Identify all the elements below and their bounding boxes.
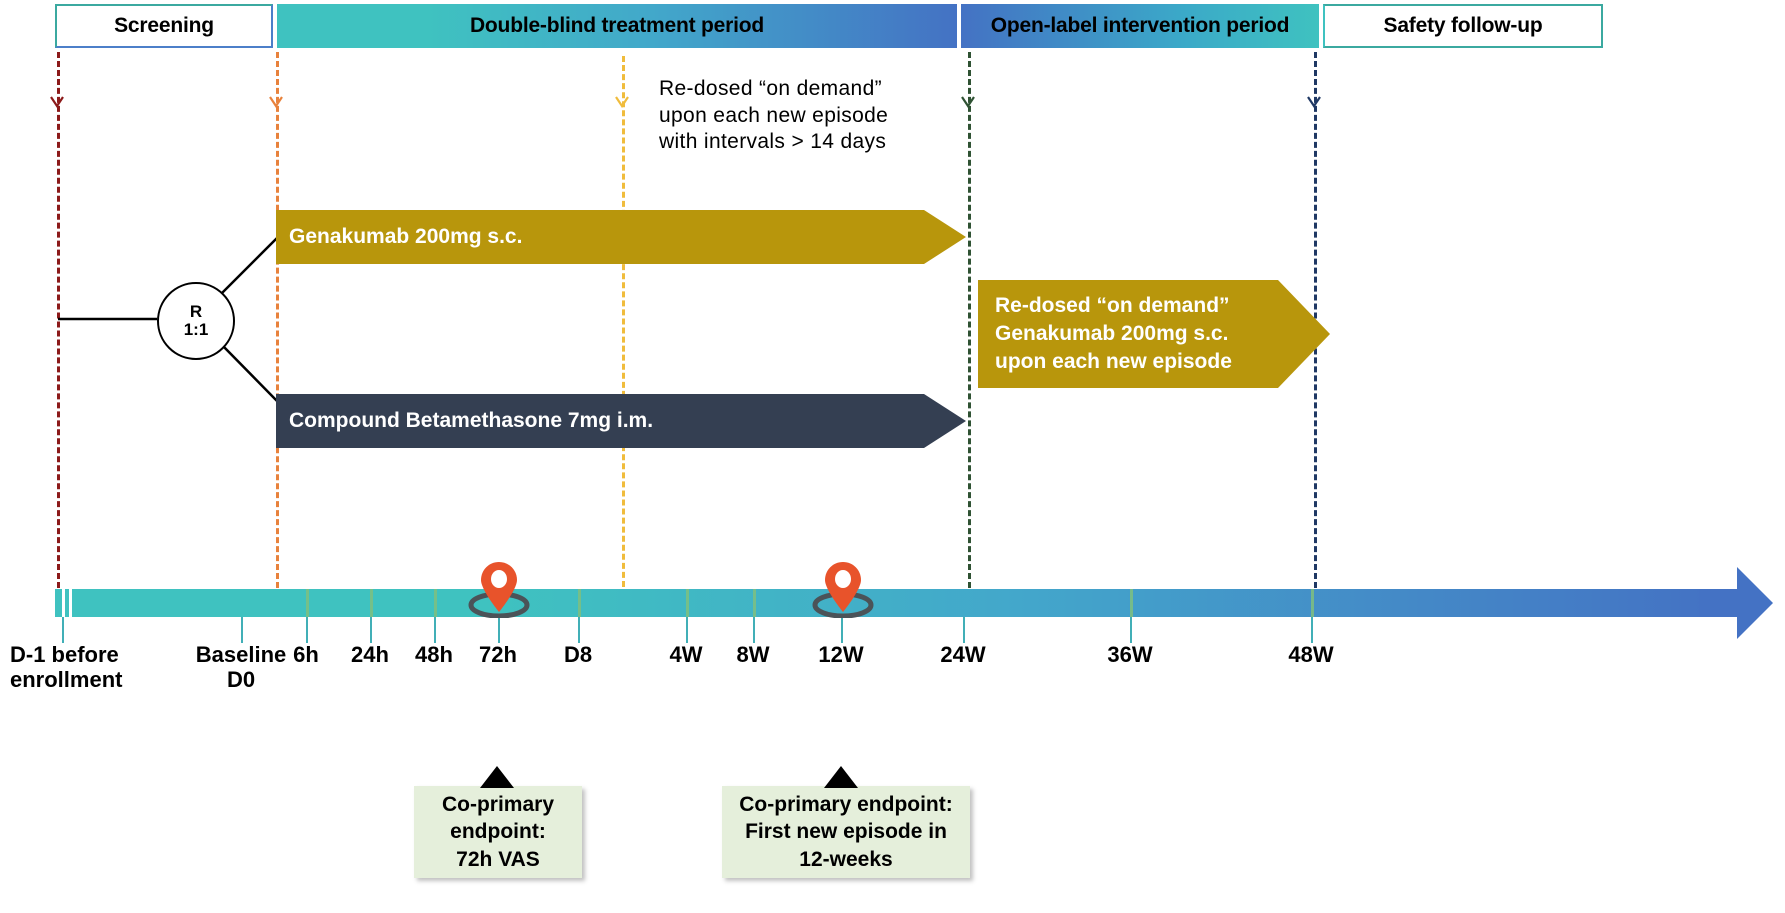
period-screening-label: Screening [114,14,214,37]
timeline-tick [963,617,965,643]
period-double-blind-treatment: Double-blind treatment period [277,4,957,48]
timeline-tick [841,617,843,643]
milestone-line-redose [622,56,625,596]
timeline-arrowhead [1699,567,1773,639]
timeline-label-12w: 12W [818,642,864,667]
timeline-tick [498,617,500,643]
timeline-segment-divider [753,589,756,617]
timeline-label-6h: 6h [293,642,319,667]
timeline-label-8w: 8W [736,642,770,667]
timeline-tick [578,617,580,643]
arm-bar-open-label-redose: Re-dosed “on demand” Genakumab 200mg s.c… [978,280,1330,388]
timeline-tick [306,617,308,643]
timeline-label-baseline: Baseline D0 [195,642,287,692]
timeline-label-24h: 24h [351,642,389,667]
timeline-tick [62,617,64,643]
arm-bar-genakumab-shape [276,210,966,264]
endpoint-callout-12w-episode: Co-primary endpoint: First new episode i… [722,786,970,878]
timeline-label-d8: D8 [563,642,593,667]
timeline-segment-divider [578,589,581,617]
period-open-label-intervention: Open-label intervention period [961,4,1319,48]
arm-bar-betamethasone-label: Compound Betamethasone 7mg i.m. [289,409,654,432]
timeline-label-24w: 24W [940,642,986,667]
redose-annotation-text: Re-dosed “on demand” upon each new episo… [659,77,889,154]
timeline-tick [1311,617,1313,643]
endpoint-pointer-12w [824,766,858,788]
milestone-line-week24 [968,52,971,597]
timeline-tick [434,617,436,643]
period-safety-follow-up: Safety follow-up [1323,4,1603,48]
timeline-segment-divider [1311,589,1314,617]
period-safety-label: Safety follow-up [1383,14,1543,37]
timeline-label-36w: 36W [1107,642,1153,667]
arm-bar-open-label-label: Re-dosed “on demand” Genakumab 200mg s.c… [995,293,1232,374]
period-screening: Screening [55,4,273,48]
milestone-chevron-baseline [269,96,283,108]
milestone-chevron-redose [615,96,629,108]
milestone-line-baseline [276,52,279,597]
timeline-tick [241,617,243,643]
endpoint-callout-12w-text: Co-primary endpoint: First new episode i… [739,793,953,871]
endpoint-pointer-72h [480,766,514,788]
milestone-chevron-week48 [1307,96,1321,108]
period-double-blind-label: Double-blind treatment period [469,14,765,37]
randomization-connector-lines [58,236,279,403]
timeline-label-d-1: D-1 before enrollment [10,642,123,692]
timeline-stub [69,589,72,617]
timeline-tick [1130,617,1132,643]
timeline-tick [753,617,755,643]
timeline-tick [686,617,688,643]
milestone-line-d-1 [57,52,60,597]
timeline-segment-divider [306,589,309,617]
arm-bar-betamethasone-shape [276,394,966,448]
endpoint-callout-72h-text: Co-primary endpoint: 72h VAS [441,793,555,871]
map-pin-icon-12w [809,556,877,618]
timeline-segment-divider [1130,589,1133,617]
arm-bar-genakumab-label: Genakumab 200mg s.c. [289,225,523,248]
timeline-label-72h: 72h [479,642,517,667]
timeline-segment-divider [370,589,373,617]
arm-bar-open-label-shape [978,280,1330,388]
map-pin-icon-72h [465,556,533,618]
timeline-segment-divider [434,589,437,617]
timeline-bar [55,589,1715,617]
randomization-ratio: 1:1 [183,320,209,339]
randomization-letter: R [189,302,203,322]
arm-bar-betamethasone: Compound Betamethasone 7mg i.m. [276,394,966,448]
timeline-tick [370,617,372,643]
arm-bar-genakumab: Genakumab 200mg s.c. [276,210,966,264]
timeline-label-48h: 48h [415,642,453,667]
endpoint-callout-72h-vas: Co-primary endpoint: 72h VAS [414,786,582,878]
timeline-stub [62,589,65,617]
milestone-chevron-d-1 [50,96,64,108]
randomization-node: R 1:1 [157,282,235,360]
timeline-label-4w: 4W [669,642,703,667]
milestone-chevron-week24 [961,96,975,108]
timeline-segment-divider [686,589,689,617]
period-open-label-label: Open-label intervention period [990,14,1290,37]
timeline-label-48w: 48W [1288,642,1334,667]
